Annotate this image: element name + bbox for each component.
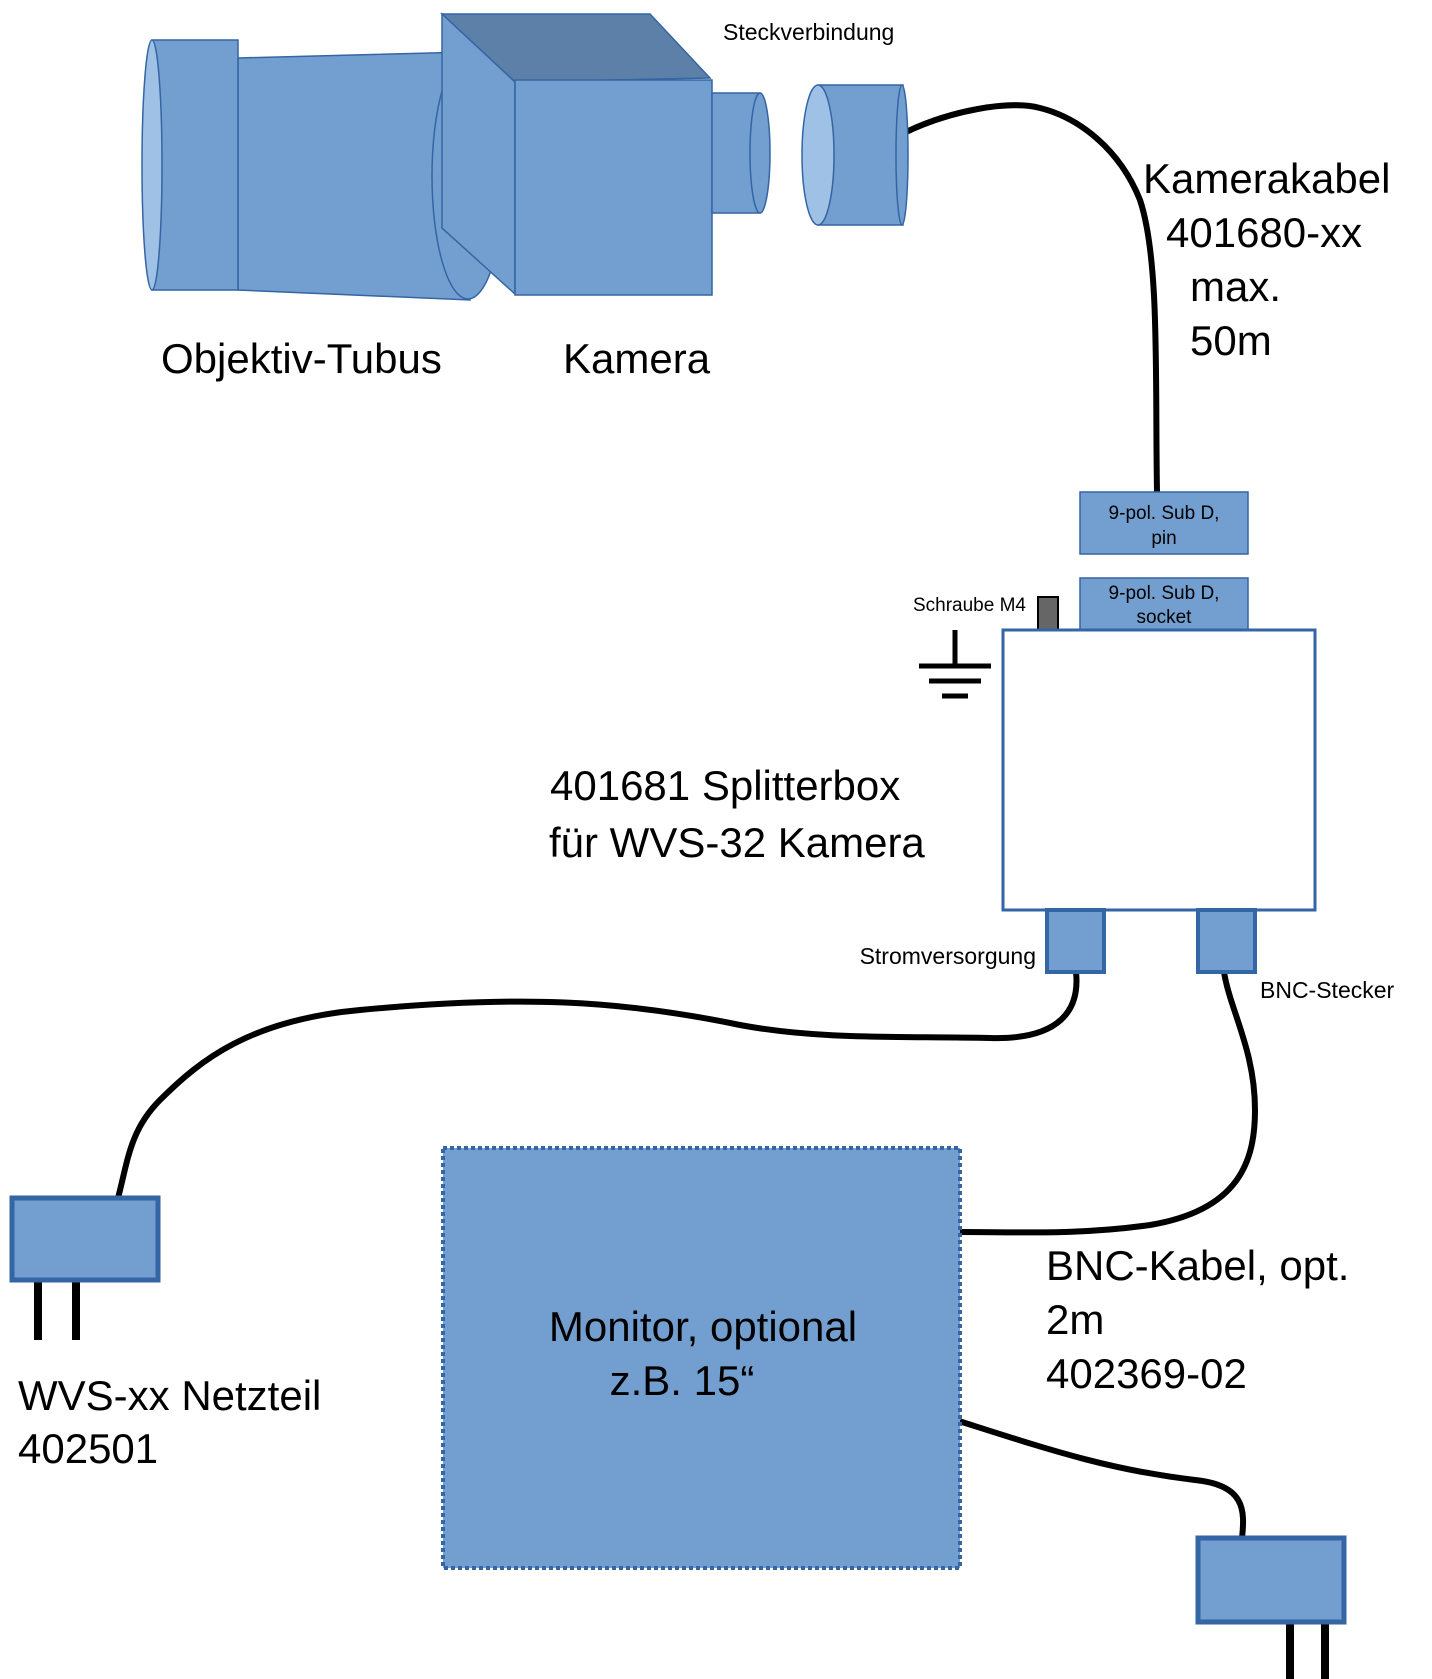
splitterbox-label-1: 401681 Splitterbox xyxy=(550,762,900,809)
power-port xyxy=(1045,908,1106,974)
subd-pin-connector xyxy=(1079,491,1249,555)
kamerakabel-label-2: 401680-xx xyxy=(1166,209,1362,256)
camera-connector-end xyxy=(749,92,771,214)
camera-body xyxy=(440,12,771,296)
kamerakabel-label-3: max. xyxy=(1190,263,1281,310)
kamera-label: Kamera xyxy=(563,335,711,382)
subd-socket-label-2: socket xyxy=(1137,607,1193,628)
camera-cable-plug xyxy=(801,84,909,226)
camera-cable xyxy=(899,102,1160,495)
netzteil-label-1: WVS-xx Netzteil xyxy=(18,1372,321,1419)
lens-front-glass xyxy=(141,39,163,291)
splitter-box xyxy=(1001,628,1317,912)
plug-back-cap xyxy=(895,84,909,226)
monitor-power-plug xyxy=(1195,1535,1347,1679)
screw-icon xyxy=(1037,596,1059,632)
monitor xyxy=(441,1146,962,1570)
subd-pin-label-1: 9-pol. Sub D, xyxy=(1109,503,1220,524)
power-supply xyxy=(9,1195,161,1340)
bnc-stecker-label: BNC-Stecker xyxy=(1260,977,1395,1003)
bnc-kabel-label-1: BNC-Kabel, opt. xyxy=(1046,1242,1349,1289)
objektiv-tubus-label: Objektiv-Tubus xyxy=(161,335,442,382)
monitor-label-1: Monitor, optional xyxy=(549,1303,857,1350)
kamerakabel-label-1: Kamerakabel xyxy=(1143,155,1390,202)
screw-label: Schraube M4 xyxy=(913,595,1026,616)
camera-front-face xyxy=(514,79,713,296)
bnc-port xyxy=(1196,908,1257,974)
bnc-kabel-label-3: 402369-02 xyxy=(1046,1350,1247,1397)
subd-pin-label-2: pin xyxy=(1151,528,1176,549)
power-cable xyxy=(115,969,1080,1201)
splitterbox-label-2: für WVS-32 Kamera xyxy=(549,819,925,866)
lens-tube-front-ring xyxy=(151,39,239,291)
ground-symbol-icon xyxy=(919,630,991,699)
stromversorgung-label: Stromversorgung xyxy=(860,943,1036,969)
subd-socket-label-1: 9-pol. Sub D, xyxy=(1109,583,1220,604)
power-supply-body xyxy=(9,1195,161,1283)
netzteil-label-2: 402501 xyxy=(18,1425,158,1472)
bnc-kabel-label-2: 2m xyxy=(1046,1296,1104,1343)
monitor-power-plug-body xyxy=(1195,1535,1347,1625)
monitor-power-cable xyxy=(959,1419,1247,1541)
steckverbindung-label: Steckverbindung xyxy=(723,19,894,45)
bnc-cable xyxy=(959,969,1258,1236)
plug-front-face xyxy=(801,84,835,226)
monitor-label-2: z.B. 15“ xyxy=(610,1357,755,1404)
kamerakabel-label-4: 50m xyxy=(1190,317,1272,364)
